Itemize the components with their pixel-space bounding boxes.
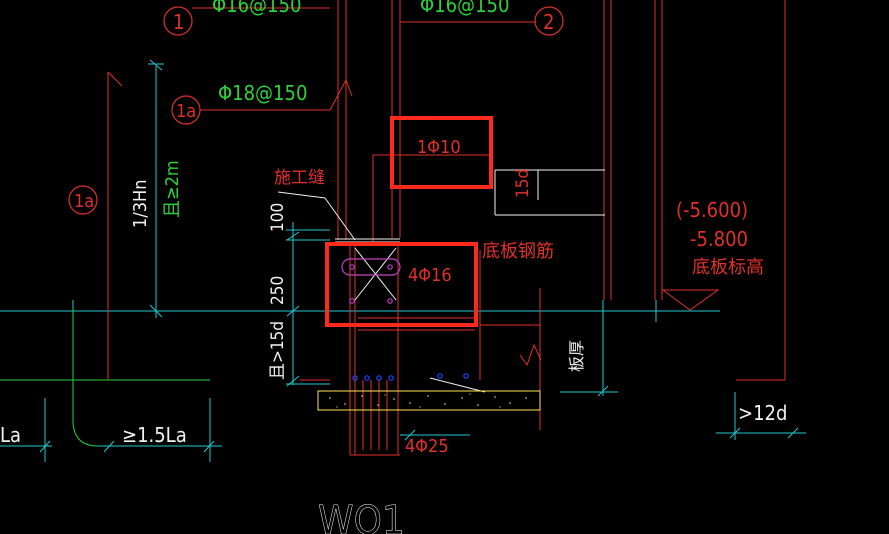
marker-2-label: 2 [543, 10, 554, 34]
dim-100-text: 100 [268, 203, 288, 232]
four-phi16-text: 4Φ16 [408, 265, 452, 286]
top-rebar-2-text: Φ16@150 [420, 0, 509, 17]
marker-1a-left-label: 1a [74, 191, 94, 212]
grid-markers [68, 6, 564, 215]
rebar-1a-text: Φ18@150 [218, 81, 307, 105]
marker-2-circle [534, 6, 564, 36]
cyan-linework [0, 59, 806, 462]
bottom-slab [317, 390, 541, 411]
slab-elevation-text: 底板标高 [692, 257, 764, 278]
red-linework [107, 0, 786, 456]
bottom-rebar-dots [352, 373, 469, 381]
green-linework [0, 308, 210, 447]
four-phi25-text: 4Φ25 [405, 436, 449, 457]
top-rebar-1-text: Φ16@150 [212, 0, 301, 17]
slab-thickness-text: 板厚 [567, 340, 586, 372]
highlight-boxes [325, 116, 493, 327]
gt-12d-text: >12d [738, 401, 787, 425]
fifteen-d-text: 15d [513, 169, 533, 198]
marker-1-circle [163, 6, 193, 36]
marker-1a-top-circle [171, 95, 201, 125]
marker-1-label: 1 [173, 10, 184, 34]
drawing-label-text: WQ1 [318, 498, 405, 534]
construction-joint-text: 施工缝 [274, 168, 325, 188]
column-rebar-ring [341, 258, 401, 304]
la-text: La [0, 423, 21, 447]
elevation-text: -5.800 [690, 227, 748, 251]
ge-1-5la-text: ≥1.5La [122, 423, 187, 447]
elevation-paren-text: (-5.600) [676, 198, 748, 222]
highlight-box-1phi10[interactable] [390, 116, 493, 189]
marker-1a-top-label: 1a [176, 101, 196, 122]
white-linework [277, 169, 605, 393]
and-2m-text: 且≥2m [162, 160, 183, 218]
bottom-slab-rebar-text: 底板钢筋 [482, 241, 554, 262]
marker-1a-left-circle [68, 185, 98, 215]
dim-250-text: 250 [268, 276, 288, 305]
one-phi10-text: 1Φ10 [417, 137, 461, 158]
highlight-box-4phi16[interactable] [325, 242, 478, 327]
one-third-hn-text: 1/3Hn [130, 179, 151, 228]
and-15d-text: 且>15d [268, 321, 288, 380]
